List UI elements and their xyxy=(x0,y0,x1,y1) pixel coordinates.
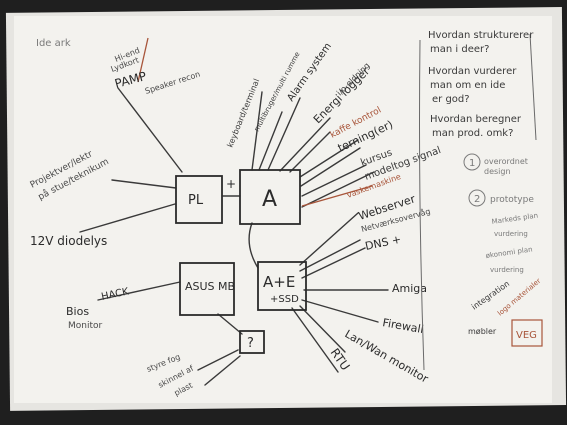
economy-plan-b: vurdering xyxy=(490,266,524,274)
question-2b: man om en ide xyxy=(430,80,505,91)
question-3b: man prod. omk? xyxy=(432,128,513,139)
step-2-circle xyxy=(468,189,486,207)
diodelys-label: 12V diodelys xyxy=(30,234,107,248)
box-a xyxy=(239,169,301,225)
step-2-number: 2 xyxy=(474,194,480,205)
box-ae-label: A+E xyxy=(263,273,295,291)
step-1-text-a: overordnet xyxy=(484,157,528,166)
monitor-label: Monitor xyxy=(68,321,103,331)
boxes xyxy=(175,169,307,354)
bios-label: Bios xyxy=(66,305,89,318)
spoke-amiga: Amiga xyxy=(392,282,427,295)
question-1b: man i deer? xyxy=(430,44,489,55)
box-asus xyxy=(179,262,235,316)
mobler-label: møbler xyxy=(468,327,497,336)
box-ssd-label: +SSD xyxy=(270,294,299,305)
veg-label: VEG xyxy=(516,330,537,341)
veg-box xyxy=(511,319,543,347)
box-question-label: ? xyxy=(247,336,254,351)
market-plan-b: vurdering xyxy=(494,230,528,238)
paper-sheet xyxy=(14,16,552,403)
question-2a: Hvordan vurderer xyxy=(428,66,517,77)
connector-lines xyxy=(79,87,389,386)
box-pl-label: PL xyxy=(188,193,204,208)
step-1-text-b: design xyxy=(484,167,511,176)
box-ae xyxy=(257,261,307,311)
red-accent-line xyxy=(137,37,149,83)
question-3a: Hvordan beregner xyxy=(430,114,522,125)
question-2c: er god? xyxy=(432,94,470,105)
right-panel-bracket xyxy=(529,33,537,141)
step-1-number: 1 xyxy=(469,158,475,169)
box-pl xyxy=(175,175,223,224)
step-1-circle xyxy=(463,153,481,171)
box-asus-label: ASUS MB xyxy=(185,280,235,293)
question-1a: Hvordan strukturerer xyxy=(428,30,534,41)
box-question xyxy=(239,330,265,354)
brown-connector xyxy=(301,185,373,207)
right-panel-divider xyxy=(419,39,425,371)
step-2-text: prototype xyxy=(490,195,534,205)
ide-ark-note: Ide ark xyxy=(36,38,71,49)
box-a-label: A xyxy=(262,187,277,212)
box-plus-label: + xyxy=(226,177,236,191)
